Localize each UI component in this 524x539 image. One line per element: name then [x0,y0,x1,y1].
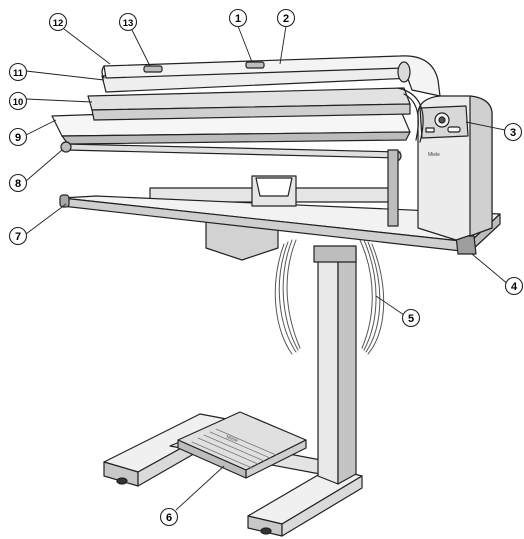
callout-6-label: 6 [166,512,172,524]
callout-12: 12 [48,12,68,32]
callout-10-label: 10 [13,97,24,108]
control-panel [419,105,469,139]
callout-7-label: 7 [15,231,21,243]
callout-leaders [25,25,510,511]
callout-4-label: 4 [511,281,518,293]
callout-1-label: 1 [235,13,241,25]
callout-1: 1 [228,8,248,28]
lower-housing [149,187,391,261]
callout-3: 3 [503,122,523,142]
callout-8-label: 8 [15,178,21,190]
callout-13-label: 13 [123,18,134,29]
callout-9-label: 9 [15,132,21,144]
callout-4: 4 [504,276,524,296]
callout-2-label: 2 [283,13,289,25]
ironer-illustration: Miele [51,55,501,537]
callout-2: 2 [276,8,296,28]
callout-7: 7 [8,226,28,246]
support-column [313,245,357,485]
callout-11: 11 [8,62,28,82]
callout-8: 8 [8,173,28,193]
callout-5: 5 [401,308,421,328]
roller-assembly [51,55,441,227]
housing-brand-mark: Miele [428,152,440,158]
foot-pedal: Miele [177,411,307,479]
pedal-brand-mark: Miele [225,434,238,444]
callout-5-label: 5 [408,313,414,325]
callout-13: 13 [118,12,138,32]
callout-6: 6 [159,507,179,527]
callout-12-label: 12 [53,18,64,29]
callouts: 1 2 3 4 5 6 7 8 [8,8,524,527]
callout-11-label: 11 [13,68,24,79]
callout-9: 9 [8,127,28,147]
callout-3-label: 3 [510,127,516,139]
callout-10: 10 [8,91,28,111]
power-cable [274,239,385,355]
